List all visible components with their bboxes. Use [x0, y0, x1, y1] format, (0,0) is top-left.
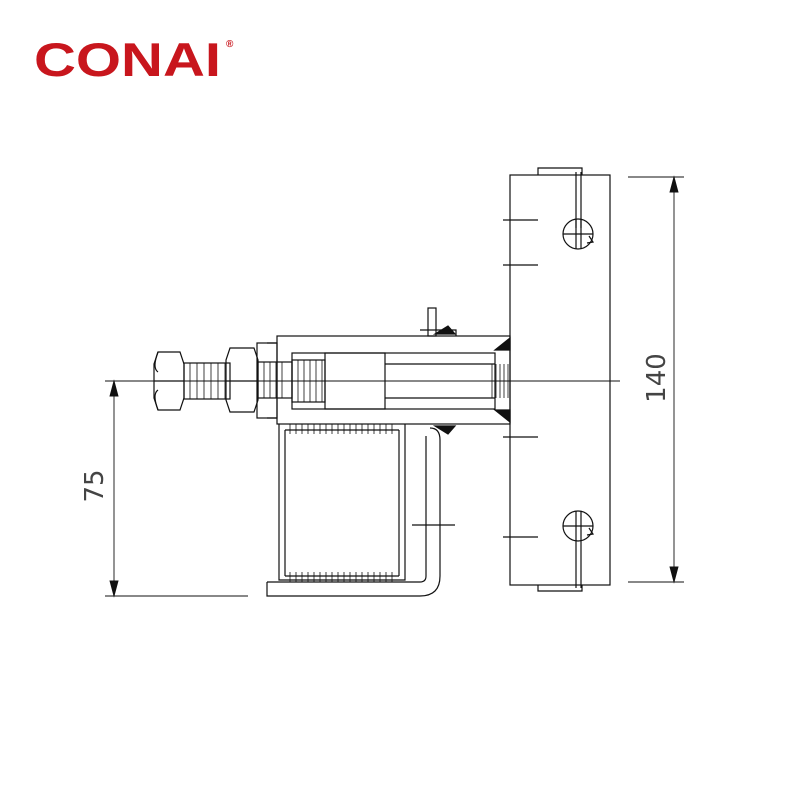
dimension-offset	[105, 379, 248, 598]
bracket-box	[266, 424, 455, 597]
dimension-height	[628, 175, 684, 584]
plate-bolt-bottom	[562, 510, 595, 542]
dimension-label-height: 140	[642, 353, 672, 403]
weld-beads	[432, 325, 511, 435]
brand-logo: CONAI ®	[34, 33, 234, 86]
plate-bolt-top	[562, 218, 595, 250]
drawing-lines	[105, 167, 684, 598]
housing-body	[256, 307, 511, 425]
mounting-plate	[503, 167, 611, 592]
brand-name: CONAI	[34, 33, 221, 86]
hex-bolt	[153, 347, 326, 413]
dimension-label-offset: 75	[80, 469, 110, 502]
registered-mark: ®	[226, 39, 234, 50]
